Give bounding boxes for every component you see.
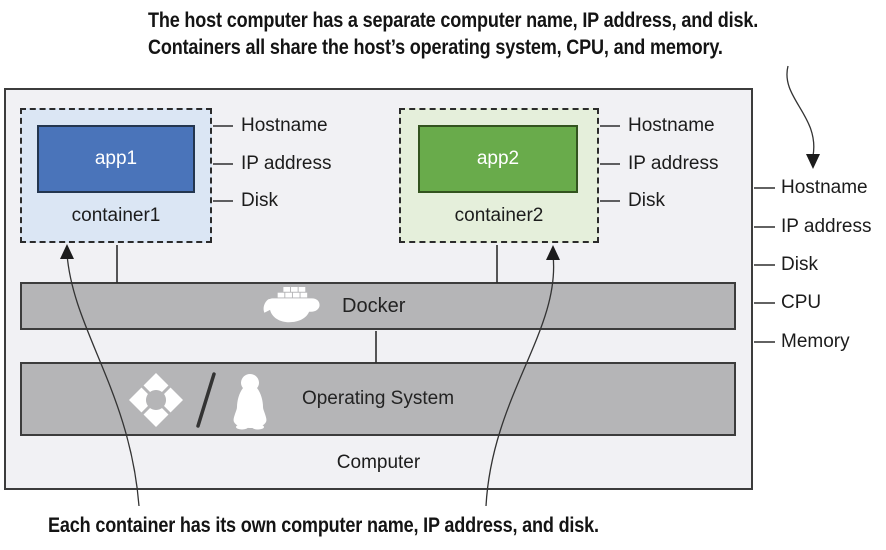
top-annotation-line1: The host computer has a separate compute… <box>148 9 759 32</box>
app2-box: app2 <box>418 125 578 193</box>
host-resource-cpu: CPU <box>781 292 822 313</box>
operating-system-bar: Operating System <box>20 362 736 436</box>
host-resource-disk: Disk <box>781 254 818 275</box>
container2-resource-disk: Disk <box>628 190 665 211</box>
docker-layer-bar: Docker <box>20 282 736 330</box>
container1-resource-disk: Disk <box>241 190 278 211</box>
container1-label: container1 <box>71 205 161 226</box>
operating-system-label: Operating System <box>301 388 455 409</box>
container1-resource-ip: IP address <box>241 153 332 174</box>
container2-resource-hostname: Hostname <box>628 115 715 136</box>
host-resource-ip: IP address <box>781 216 872 237</box>
os-icons <box>129 372 267 430</box>
container2-label: container2 <box>454 205 544 226</box>
docker-label: Docker <box>342 295 406 317</box>
host-resource-memory: Memory <box>781 331 850 352</box>
top-annotation-arrow-curve <box>786 65 815 157</box>
top-annotation-line2: Containers all share the host’s operatin… <box>148 36 723 59</box>
container1-resource-hostname: Hostname <box>241 115 328 136</box>
tux-penguin-icon <box>233 374 267 430</box>
docker-whale-icon <box>263 287 320 323</box>
life-ring-icon <box>129 373 183 427</box>
computer-label: Computer <box>336 452 421 473</box>
container2-resource-ip: IP address <box>628 153 719 174</box>
slash-divider <box>196 372 216 428</box>
bottom-annotation: Each container has its own computer name… <box>48 514 599 537</box>
host-resource-hostname: Hostname <box>781 177 868 198</box>
app1-box: app1 <box>37 125 195 193</box>
down-arrowhead <box>806 154 820 169</box>
